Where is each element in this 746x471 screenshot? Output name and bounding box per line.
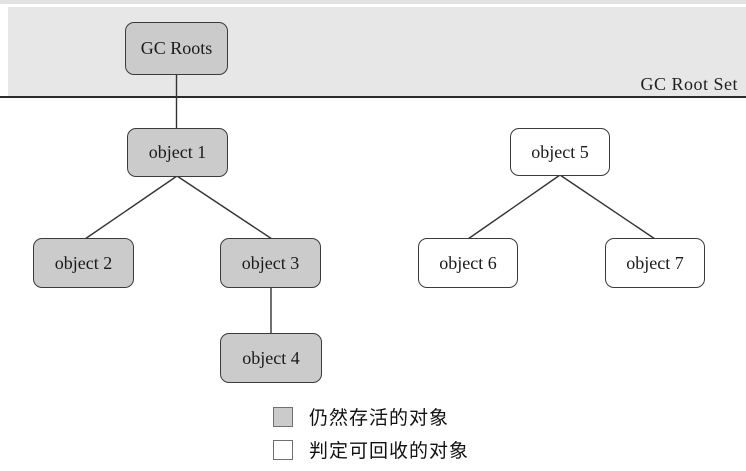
node-object-5-label: object 5 bbox=[531, 141, 589, 162]
node-object-3: object 3 bbox=[220, 238, 321, 288]
gc-root-set-divider-line bbox=[0, 96, 746, 98]
node-object-6-label: object 6 bbox=[439, 252, 497, 273]
legend-swatch-recyclable bbox=[273, 439, 293, 460]
legend-swatch-alive bbox=[273, 406, 293, 427]
node-object-3-label: object 3 bbox=[241, 252, 300, 273]
legend-label-alive: 仍然存活的对象 bbox=[309, 408, 450, 429]
legend-label-recyclable: 判定可回收的对象 bbox=[309, 441, 470, 462]
node-object-2-label: object 2 bbox=[54, 252, 113, 273]
edge-object5-object7 bbox=[559, 174, 656, 240]
node-object-1: object 1 bbox=[127, 128, 228, 177]
node-object-4: object 4 bbox=[220, 333, 322, 383]
node-object-6: object 6 bbox=[418, 238, 518, 288]
legend-row-alive: 仍然存活的对象 bbox=[273, 403, 469, 430]
edge-object1-object3 bbox=[176, 175, 273, 240]
edge-object5-object6 bbox=[467, 174, 561, 240]
node-gc-roots-label: GC Roots bbox=[140, 38, 213, 58]
legend: 仍然存活的对象 判定可回收的对象 bbox=[273, 403, 469, 469]
legend-row-recyclable: 判定可回收的对象 bbox=[273, 436, 469, 463]
node-object-7: object 7 bbox=[605, 238, 705, 288]
edge-object1-object2 bbox=[84, 175, 178, 240]
node-object-4-label: object 4 bbox=[242, 347, 300, 368]
node-gc-roots: GC Roots bbox=[125, 22, 228, 75]
gc-root-set-label: GC Root Set bbox=[640, 74, 738, 94]
node-object-1-label: object 1 bbox=[148, 142, 207, 162]
node-object-2: object 2 bbox=[33, 238, 134, 288]
node-object-5: object 5 bbox=[510, 128, 610, 176]
top-artifact-strip bbox=[0, 0, 746, 4]
node-object-7-label: object 7 bbox=[626, 252, 684, 273]
